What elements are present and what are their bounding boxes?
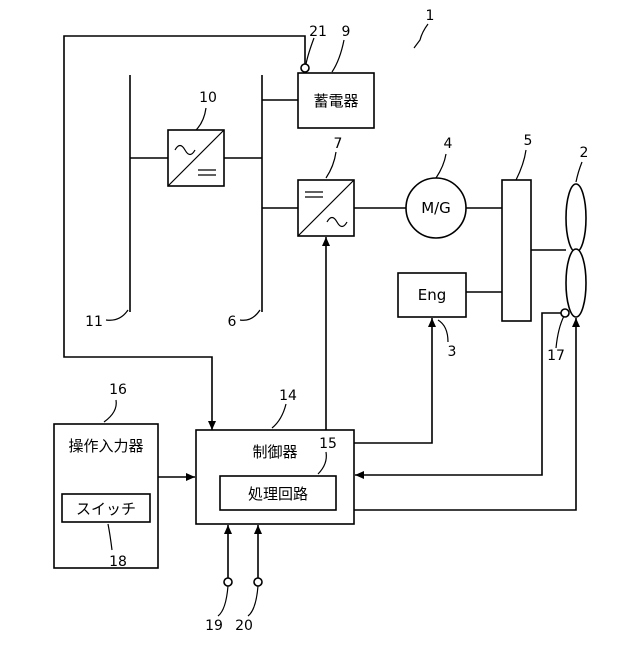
ref-16: 16: [109, 382, 127, 398]
transmission-box: [502, 180, 531, 321]
ref-1: 1: [426, 8, 435, 24]
leader-19: [218, 586, 228, 616]
ref-3: 3: [448, 344, 457, 360]
leader-1: [414, 24, 428, 48]
leader-21: [306, 38, 314, 64]
ref-7: 7: [334, 136, 343, 152]
leader-5: [516, 150, 526, 180]
inverter-7: [298, 180, 354, 236]
ref-11: 11: [85, 314, 103, 330]
sensor-20-terminal: [254, 578, 262, 586]
leader-17: [556, 316, 564, 348]
signal-sensor21-controller: [64, 36, 305, 430]
leader-14: [272, 404, 286, 428]
processing-circuit-label: 処理回路: [248, 485, 308, 503]
ref-10: 10: [199, 90, 217, 106]
motor-generator-label: M/G: [421, 199, 451, 217]
ref-9: 9: [342, 24, 351, 40]
ref-6: 6: [228, 314, 237, 330]
ref-15: 15: [319, 436, 337, 452]
ref-20: 20: [235, 618, 253, 634]
battery-label: 蓄電器: [313, 92, 358, 110]
ref-2: 2: [580, 145, 589, 161]
leader-6: [240, 310, 260, 320]
leader-9: [332, 40, 344, 72]
controller-label: 制御器: [252, 443, 297, 461]
sensor-17-terminal: [561, 309, 569, 317]
leader-4: [436, 154, 446, 178]
leader-7: [326, 152, 336, 178]
leader-2: [576, 162, 582, 182]
wheel-lower: [566, 249, 586, 317]
converter-10: [168, 130, 224, 186]
ref-18: 18: [109, 554, 127, 570]
signal-sensor17-controller: [355, 313, 561, 475]
signal-controller-engine: [354, 318, 432, 443]
leader-20: [248, 586, 258, 616]
sensor-19-terminal: [224, 578, 232, 586]
sensor-21-terminal: [301, 64, 309, 72]
leader-16: [104, 400, 116, 422]
ref-4: 4: [444, 136, 453, 152]
engine-label: Eng: [418, 286, 447, 304]
leader-11: [106, 310, 128, 320]
operation-input-label: 操作入力器: [68, 437, 143, 455]
ref-19: 19: [205, 618, 223, 634]
ref-14: 14: [279, 388, 297, 404]
switch-label: スイッチ: [76, 500, 136, 518]
ref-21: 21: [309, 24, 327, 40]
wheel-upper: [566, 184, 586, 252]
leader-10: [196, 108, 206, 130]
ref-17: 17: [547, 348, 565, 364]
leader-3: [438, 320, 448, 342]
ref-5: 5: [524, 133, 533, 149]
